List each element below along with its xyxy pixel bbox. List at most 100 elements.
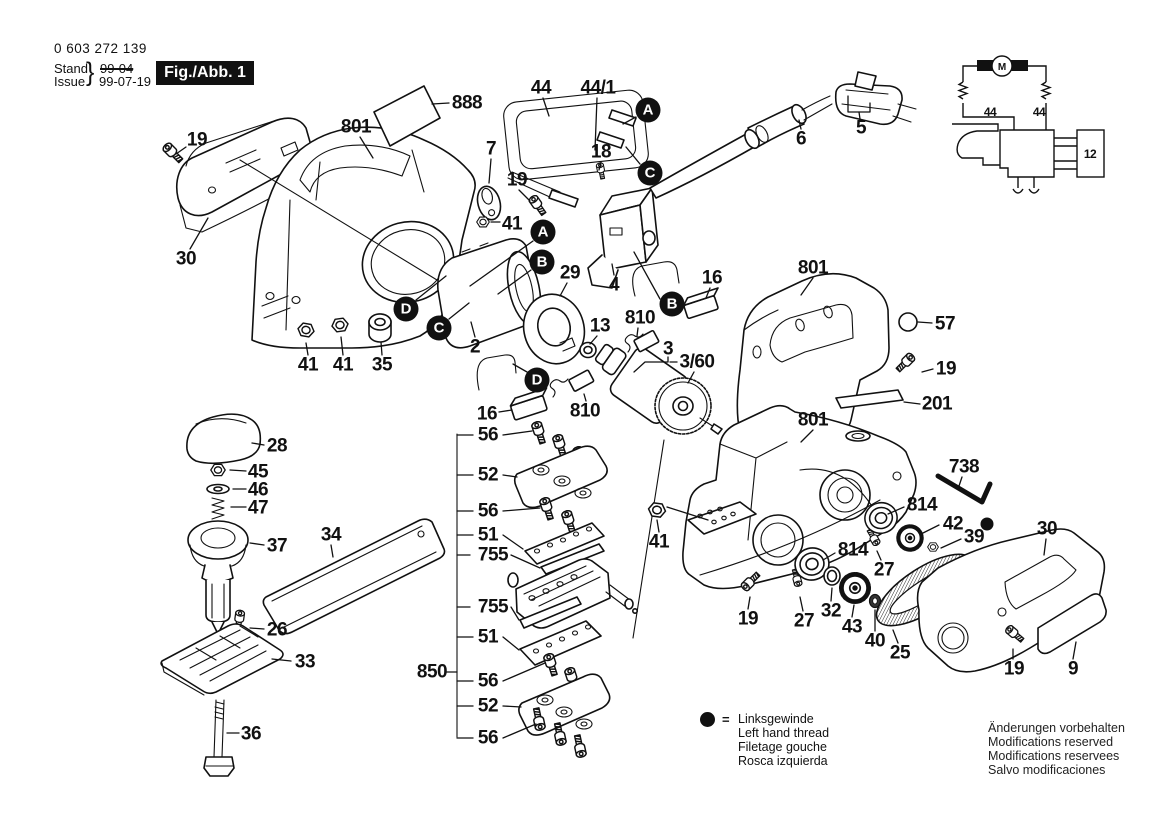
button-part-57 [898, 312, 918, 332]
part-label-30: 30 [175, 248, 197, 270]
switch-box [999, 129, 1055, 178]
tool-silhouette [952, 123, 1000, 166]
part-label-19: 19 [935, 358, 957, 380]
part-label-41: 41 [297, 354, 319, 376]
legend-line-fr: Filetage gouche [738, 740, 827, 754]
callout-b: B [529, 249, 555, 275]
part-label-19: 19 [506, 169, 528, 191]
part-label-3: 3 [662, 338, 674, 360]
part-label-810: 810 [569, 400, 601, 422]
pressure-plate-51-top [524, 522, 605, 565]
spring-part-47 [211, 497, 225, 520]
part-label-888: 888 [451, 92, 483, 114]
part-label-52: 52 [477, 695, 499, 717]
part-label-755: 755 [477, 544, 509, 566]
part-label-4: 4 [608, 274, 620, 296]
part-label-738: 738 [948, 456, 980, 478]
callout-a: A [635, 97, 661, 123]
motor-housing-part-801 [251, 126, 476, 349]
stand-issue-brace: } [86, 57, 95, 87]
cap-part-37 [187, 520, 249, 635]
cord-and-plug-parts-5-6 [649, 71, 917, 199]
issue-value: 99-07-19 [99, 74, 152, 89]
label-sticker-part-888 [373, 85, 441, 147]
part-label-44: 44 [983, 105, 997, 119]
main-body-part-801 [682, 404, 917, 590]
left-hand-thread-dot-legend [700, 712, 715, 727]
switch-part-4 [587, 187, 659, 289]
footer-line-es: Salvo modificaciones [988, 763, 1106, 777]
part-label-7: 7 [485, 138, 497, 160]
part-label-801: 801 [340, 116, 372, 138]
callout-c: C [637, 160, 663, 186]
washer-part-40 [868, 593, 882, 609]
bolt-part-36 [203, 699, 235, 777]
clamp-plate-52-top [513, 445, 608, 509]
part-label-56: 56 [477, 670, 499, 692]
part-label-810: 810 [624, 307, 656, 329]
part-label-16: 16 [476, 403, 498, 425]
baffle-ring-part-29 [522, 293, 586, 365]
cutter-head-stack-850 [456, 419, 638, 759]
part-label-44: 44 [530, 77, 552, 99]
part-label-755: 755 [477, 596, 509, 618]
part-label-26: 26 [266, 619, 288, 641]
part-label-57: 57 [934, 313, 956, 335]
wiring-schematic: M [952, 55, 1105, 194]
part-label-6: 6 [795, 128, 807, 150]
callout-b: B [659, 291, 685, 317]
legend-equals-sign: = [722, 712, 730, 727]
document-part-number: 0 603 272 139 [54, 41, 147, 56]
legend-line-de: Linksgewinde [738, 712, 814, 726]
part-label-30: 30 [1036, 518, 1058, 540]
brush-holder-16-lower [476, 354, 595, 421]
part-label-52: 52 [477, 464, 499, 486]
part-label-41: 41 [332, 354, 354, 376]
part-label-43: 43 [841, 616, 863, 638]
belt-cover-part-30 [916, 528, 1106, 673]
blade-755-bottom [519, 596, 582, 629]
part-label-32: 32 [820, 600, 842, 622]
part-label-41: 41 [501, 213, 523, 235]
part-label-12: 12 [1083, 147, 1097, 161]
pressure-plate-51-bottom [519, 620, 602, 666]
bushing-part-35 [368, 313, 392, 343]
part-label-35: 35 [371, 354, 393, 376]
part-label-18: 18 [590, 141, 612, 163]
callout-a: A [530, 219, 556, 245]
part-label-29: 29 [559, 262, 581, 284]
part-label-39: 39 [963, 526, 985, 548]
part-label-28: 28 [266, 435, 288, 457]
sticker-part-201 [835, 389, 904, 409]
legend-line-es: Rosca izquierda [738, 754, 828, 768]
part-label-814: 814 [837, 539, 869, 561]
part-label-56: 56 [477, 727, 499, 749]
part-label-25: 25 [889, 642, 911, 664]
part-label-16: 16 [701, 267, 723, 289]
footer-line-en: Modifications reserved [988, 735, 1114, 749]
part-label-51: 51 [477, 626, 499, 648]
stand-label: Stand [54, 61, 88, 76]
footer-line-fr: Modifications reservees [988, 749, 1120, 763]
part-label-814: 814 [906, 494, 938, 516]
callout-c: C [426, 315, 452, 341]
part-label-5: 5 [855, 117, 867, 139]
bearing-part-13 [579, 341, 597, 359]
part-label-44-1: 44/1 [580, 77, 616, 99]
blade-755-top [540, 543, 605, 575]
stand-value-struck: 99-04 [100, 61, 134, 76]
part-label-801: 801 [797, 409, 829, 431]
part-label-56: 56 [477, 500, 499, 522]
part-label-45: 45 [247, 461, 269, 483]
deflector-plate-part-34 [262, 518, 446, 635]
part-label-44: 44 [1032, 105, 1046, 119]
part-label-13: 13 [589, 315, 611, 337]
part-label-27: 27 [873, 559, 895, 581]
pivot-part-7 [476, 185, 502, 221]
cutter-drum-755 [507, 558, 638, 629]
part-label-41: 41 [648, 531, 670, 553]
part-label-56: 56 [477, 424, 499, 446]
park-rest-bail-parts-44 [503, 89, 649, 208]
